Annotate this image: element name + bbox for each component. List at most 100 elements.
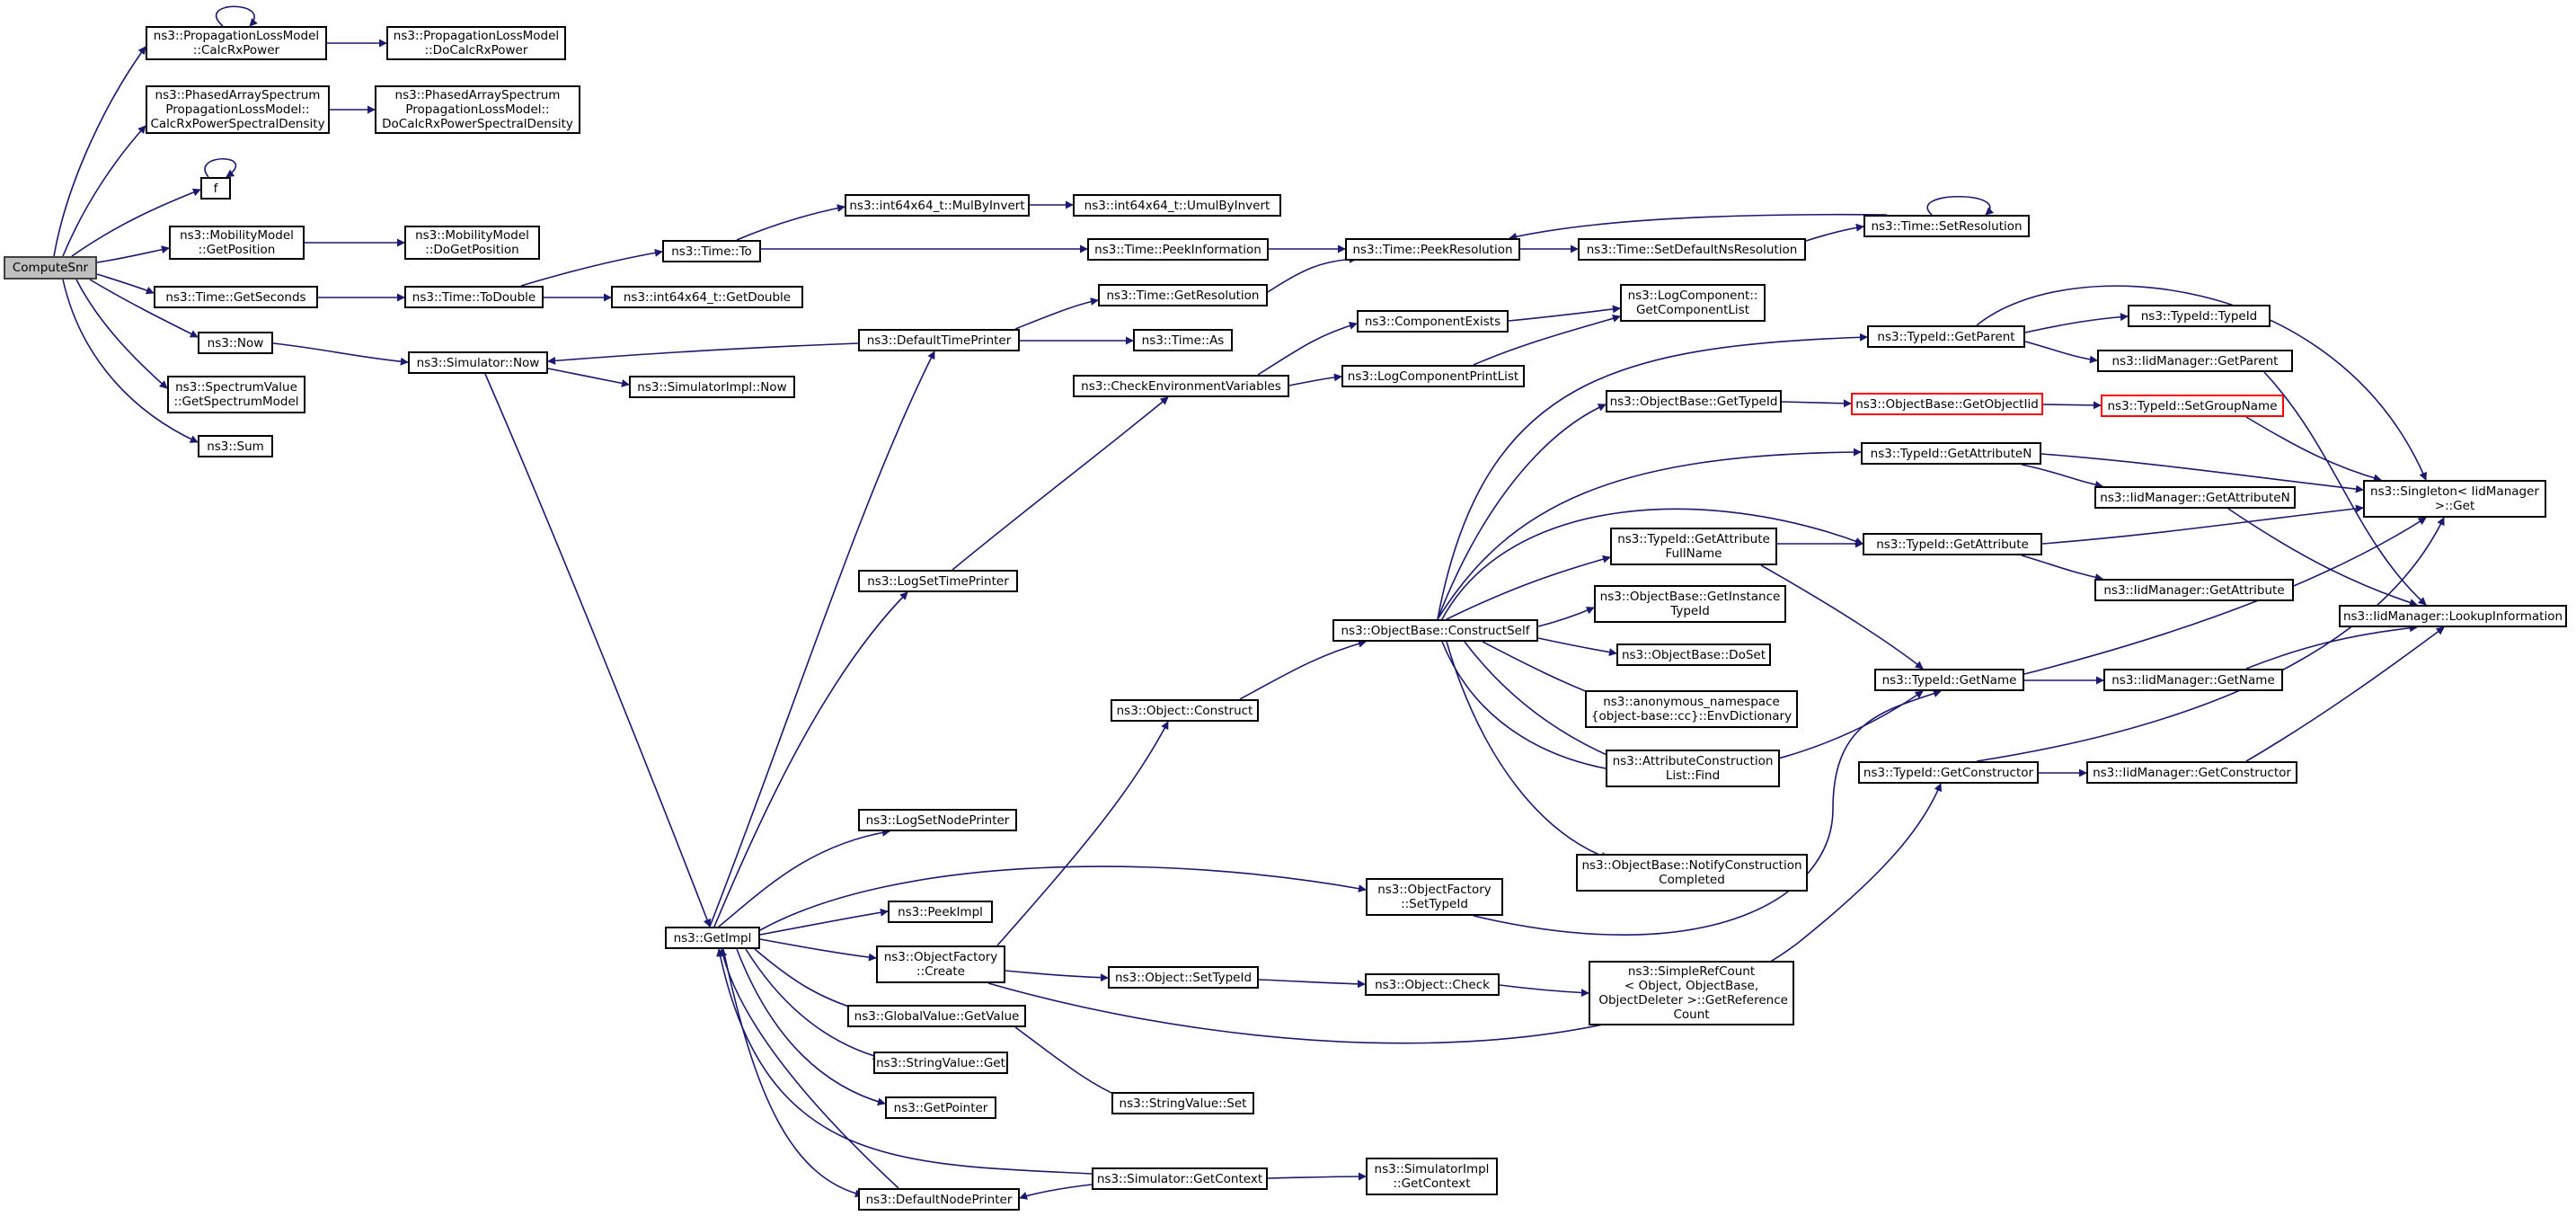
- node-simulator-getcontext[interactable]: ns3::Simulator::GetContext: [1092, 1167, 1268, 1190]
- node-simulator-now[interactable]: ns3::Simulator::Now: [408, 351, 548, 374]
- node-object-construct[interactable]: ns3::Object::Construct: [1111, 699, 1259, 722]
- node-typeid-setgroupname[interactable]: ns3::TypeId::SetGroupName: [2101, 395, 2284, 417]
- e-ns3-now-simulator-now: [272, 342, 409, 366]
- node-iidmanager-getparent[interactable]: ns3::IidManager::GetParent: [2097, 350, 2293, 372]
- node-mobility-getposition[interactable]: ns3::MobilityModel ::GetPosition: [169, 226, 305, 260]
- node-time-peekresolution[interactable]: ns3::Time::PeekResolution: [1345, 238, 1520, 261]
- node-time-todouble[interactable]: ns3::Time::ToDouble: [404, 286, 544, 308]
- node-spectrumvalue-getspectrummodel[interactable]: ns3::SpectrumValue ::GetSpectrumModel: [167, 376, 305, 413]
- e-todouble-time-to: [520, 248, 663, 287]
- node-ns3-sum[interactable]: ns3::Sum: [198, 435, 273, 457]
- node-attribute-construction-list-find[interactable]: ns3::AttributeConstruction List::Find: [1606, 750, 1780, 787]
- node-time-to[interactable]: ns3::Time::To: [662, 240, 761, 262]
- node-phased-calc-rx-power-spectral-density[interactable]: ns3::PhasedArraySpectrum PropagationLoss…: [146, 85, 330, 134]
- e-getattribute-iidmanager-getattribute: [2021, 555, 2103, 581]
- node-objectbase-getobjectiid[interactable]: ns3::ObjectBase::GetObjectIid: [1851, 393, 2043, 415]
- node-phased-do-calc-rx-power-spectral-density[interactable]: ns3::PhasedArraySpectrum PropagationLoss…: [375, 85, 580, 134]
- node-typeid-getattribute[interactable]: ns3::TypeId::GetAttribute: [1863, 533, 2042, 555]
- node-typeid-getname[interactable]: ns3::TypeId::GetName: [1874, 669, 2024, 691]
- e-iidmanager-getconstructor-lookupinformation: [2245, 626, 2445, 762]
- node-f[interactable]: f: [200, 177, 231, 200]
- e-computesnr-f: [71, 188, 201, 257]
- node-time-getresolution[interactable]: ns3::Time::GetResolution: [1098, 284, 1268, 306]
- node-stringvalue-set[interactable]: ns3::StringValue::Set: [1111, 1092, 1254, 1114]
- node-simplerefcount-getreferencecount[interactable]: ns3::SimpleRefCount < Object, ObjectBase…: [1589, 961, 1794, 1025]
- node-objectbase-gettypeid[interactable]: ns3::ObjectBase::GetTypeId: [1606, 390, 1782, 413]
- node-log-component-print-list[interactable]: ns3::LogComponentPrintList: [1341, 365, 1525, 387]
- e-default-time-printer-simulator-now: [547, 342, 859, 365]
- node-simulatorimpl-now[interactable]: ns3::SimulatorImpl::Now: [629, 376, 795, 398]
- e-computesnr-phased-calc: [62, 125, 146, 257]
- node-int64-getdouble[interactable]: ns3::int64x64_t::GetDouble: [611, 286, 803, 308]
- node-time-as[interactable]: ns3::Time::As: [1133, 329, 1233, 351]
- node-int64-mulbyinvert[interactable]: ns3::int64x64_t::MulByInvert: [845, 194, 1030, 217]
- node-objectbase-getinstancetypeid[interactable]: ns3::ObjectBase::GetInstance TypeId: [1594, 585, 1786, 623]
- node-env-dictionary[interactable]: ns3::anonymous_namespace {object-base::c…: [1585, 690, 1798, 728]
- node-time-getseconds[interactable]: ns3::Time::GetSeconds: [154, 286, 318, 308]
- node-typeid-getattributefullname[interactable]: ns3::TypeId::GetAttribute FullName: [1610, 528, 1777, 565]
- e-getattributefullname-typeid-getname: [1760, 564, 1924, 670]
- node-typeid-getattributen[interactable]: ns3::TypeId::GetAttributeN: [1861, 442, 2041, 465]
- node-objectbase-notifyconstructioncompleted[interactable]: ns3::ObjectBase::NotifyConstruction Comp…: [1576, 854, 1808, 892]
- node-log-set-node-printer[interactable]: ns3::LogSetNodePrinter: [858, 809, 1017, 831]
- e-globalvalue-getvalue-stringvalue-set: [1014, 1026, 1124, 1099]
- node-iidmanager-getattribute[interactable]: ns3::IidManager::GetAttribute: [2094, 579, 2294, 601]
- node-iidmanager-getconstructor[interactable]: ns3::IidManager::GetConstructor: [2086, 761, 2297, 784]
- node-objectfactory-create[interactable]: ns3::ObjectFactory ::Create: [876, 945, 1005, 983]
- node-int64-umulbyinvert[interactable]: ns3::int64x64_t::UmulByInvert: [1073, 194, 1281, 217]
- e-getparent-typeid-typeid: [2024, 313, 2129, 333]
- node-do-calc-rx-power[interactable]: ns3::PropagationLossModel ::DoCalcRxPowe…: [386, 26, 566, 60]
- e-default-node-printer-get-impl: [719, 948, 899, 1189]
- node-calc-rx-power[interactable]: ns3::PropagationLossModel ::CalcRxPower: [146, 26, 327, 60]
- node-component-exists[interactable]: ns3::ComponentExists: [1357, 310, 1509, 333]
- node-check-environment-variables[interactable]: ns3::CheckEnvironmentVariables: [1073, 375, 1289, 397]
- e-get-impl-log-set-time-printer: [713, 591, 908, 928]
- e-get-impl-objectfactory-settypeid: [759, 865, 1367, 931]
- e-setdefaultnsres-setresolution: [1805, 223, 1864, 242]
- node-default-node-printer[interactable]: ns3::DefaultNodePrinter: [858, 1188, 1020, 1211]
- node-time-setdefaultnsresolution[interactable]: ns3::Time::SetDefaultNsResolution: [1578, 238, 1806, 261]
- node-object-settypeid[interactable]: ns3::Object::SetTypeId: [1108, 966, 1259, 989]
- node-globalvalue-getvalue[interactable]: ns3::GlobalValue::GetValue: [847, 1005, 1026, 1027]
- e-getobjectiid-setgroupname: [2042, 401, 2102, 410]
- e-f-self: [204, 158, 236, 178]
- e-component-exists-getlist: [1508, 305, 1621, 322]
- node-iidmanager-lookupinformation[interactable]: ns3::IidManager::LookupInformation: [2339, 605, 2567, 627]
- node-time-setresolution[interactable]: ns3::Time::SetResolution: [1863, 215, 2030, 237]
- node-logcomponent-getcomponentlist[interactable]: ns3::LogComponent:: GetComponentList: [1620, 284, 1766, 322]
- e-constructself-doset: [1537, 637, 1617, 657]
- node-mobility-dogetposition[interactable]: ns3::MobilityModel ::DoGetPosition: [404, 226, 540, 260]
- node-object-check[interactable]: ns3::Object::Check: [1365, 973, 1500, 996]
- e-get-impl-globalvalue-getvalue: [754, 948, 863, 1013]
- node-typeid-typeid[interactable]: ns3::TypeId::TypeId: [2128, 305, 2271, 327]
- e-log-set-time-printer-check-env: [952, 396, 1169, 571]
- node-get-impl[interactable]: ns3::GetImpl: [665, 927, 760, 949]
- e-get-impl-peek-impl: [759, 908, 889, 936]
- e-setgroupname-singleton-get: [2245, 416, 2382, 483]
- node-typeid-getparent[interactable]: ns3::TypeId::GetParent: [1867, 325, 2025, 348]
- e-simulator-now-get-impl: [484, 373, 712, 928]
- node-typeid-getconstructor[interactable]: ns3::TypeId::GetConstructor: [1858, 761, 2039, 784]
- node-singleton-iidmanager-get[interactable]: ns3::Singleton< IidManager >::Get: [2363, 480, 2546, 518]
- node-ns3-now[interactable]: ns3::Now: [198, 332, 273, 354]
- e-setresolution-self: [1926, 196, 1995, 216]
- node-objectbase-doset[interactable]: ns3::ObjectBase::DoSet: [1616, 644, 1771, 666]
- e-computesnr-time-getseconds: [96, 273, 155, 295]
- node-iidmanager-getattributen[interactable]: ns3::IidManager::GetAttributeN: [2094, 486, 2296, 509]
- e-get-impl-stringvalue-get: [745, 948, 881, 1061]
- node-time-peekinformation[interactable]: ns3::Time::PeekInformation: [1087, 238, 1269, 261]
- node-simulatorimpl-getcontext[interactable]: ns3::SimulatorImpl ::GetContext: [1366, 1158, 1498, 1195]
- e-constructself-getattribute: [1441, 508, 1863, 620]
- e-computesnr-ns3-now: [89, 279, 199, 338]
- node-log-set-time-printer[interactable]: ns3::LogSetTimePrinter: [858, 570, 1018, 592]
- node-objectbase-constructself[interactable]: ns3::ObjectBase::ConstructSelf: [1332, 619, 1538, 642]
- e-iidmanager-getparent-lookupinformation: [2263, 371, 2427, 606]
- e-getattributen-singleton-get: [2040, 453, 2364, 493]
- node-objectfactory-settypeid[interactable]: ns3::ObjectFactory ::SetTypeId: [1366, 878, 1503, 916]
- node-default-time-printer[interactable]: ns3::DefaultTimePrinter: [858, 329, 1020, 351]
- node-iidmanager-getname[interactable]: ns3::IidManager::GetName: [2103, 669, 2283, 691]
- node-peek-impl[interactable]: ns3::PeekImpl: [888, 901, 993, 923]
- node-stringvalue-get[interactable]: ns3::StringValue::Get: [873, 1052, 1008, 1074]
- node-get-pointer[interactable]: ns3::GetPointer: [885, 1096, 996, 1119]
